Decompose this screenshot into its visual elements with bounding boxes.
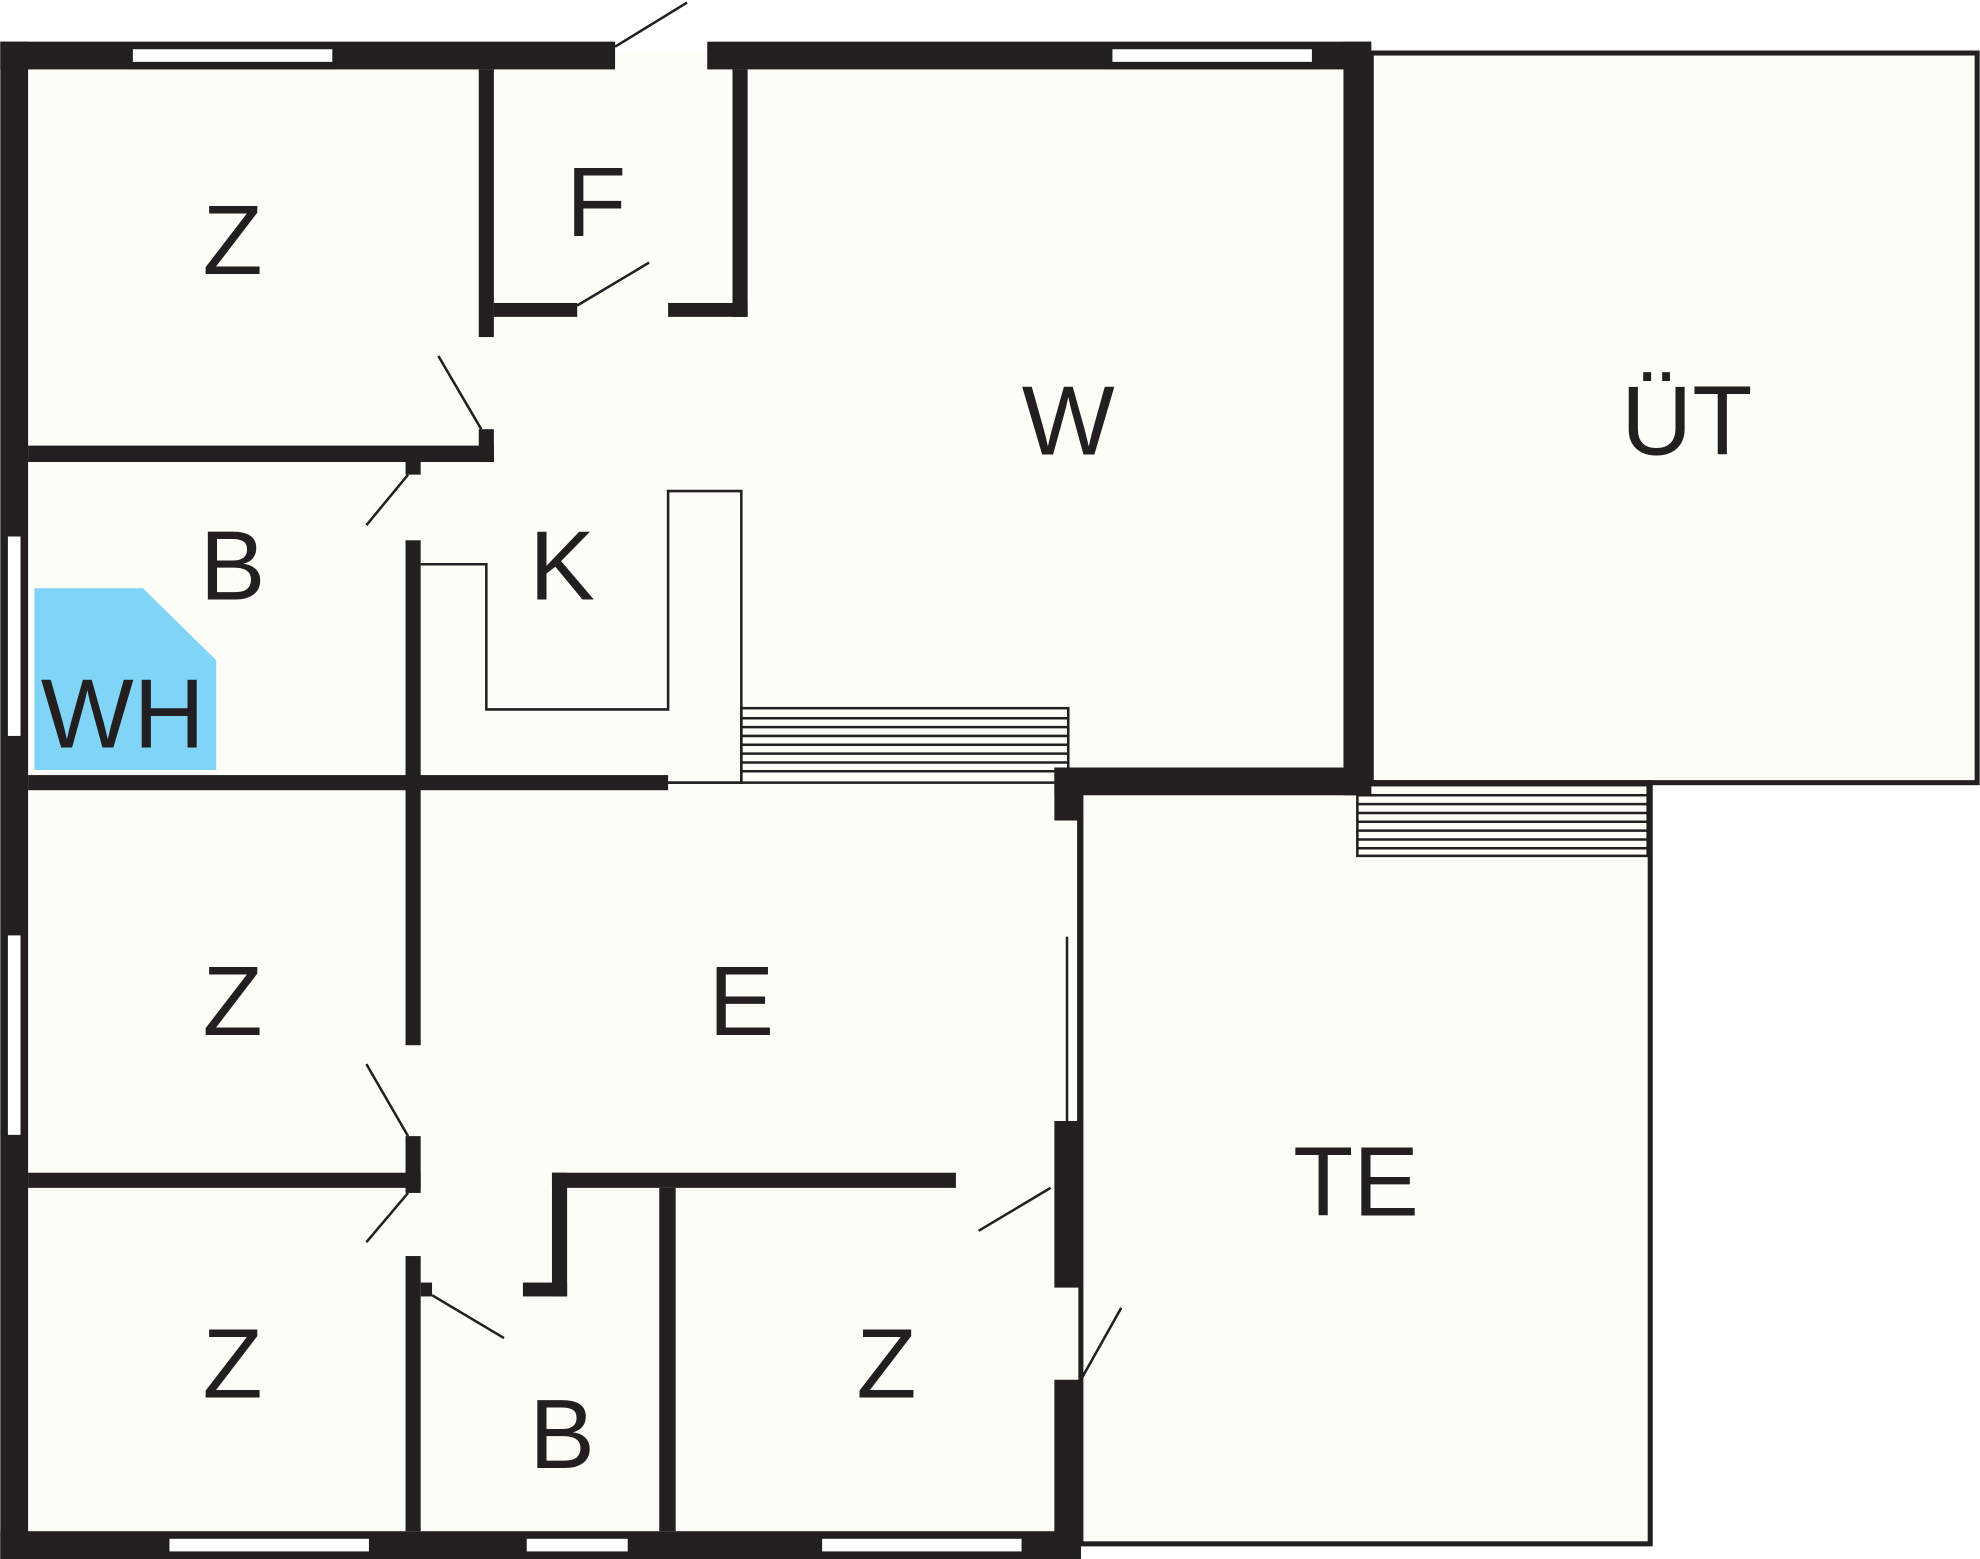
floor-areas <box>12 50 1980 1547</box>
room-label-ut: ÜT <box>1621 365 1752 475</box>
wh-highlight <box>34 588 217 771</box>
room-label-b1: B <box>200 511 266 621</box>
room-label-z1: Z <box>203 185 263 295</box>
room-label-w: W <box>1022 365 1115 475</box>
glass-partitions <box>668 781 1080 1121</box>
room-label-wh: WH <box>41 658 205 768</box>
room-label-k: K <box>529 511 595 621</box>
room-label-e: E <box>708 946 774 1056</box>
windows <box>5 46 1315 1554</box>
room-label-z2: Z <box>203 946 263 1056</box>
room-label-f: F <box>566 147 626 257</box>
walls <box>0 41 1372 1559</box>
kitchen-counter <box>420 489 743 784</box>
room-label-b2: B <box>529 1379 595 1489</box>
room-label-z4: Z <box>856 1308 916 1418</box>
room-label-te: TE <box>1293 1127 1419 1237</box>
door-swings <box>365 1 1123 1381</box>
room-label-z3: Z <box>203 1308 263 1418</box>
